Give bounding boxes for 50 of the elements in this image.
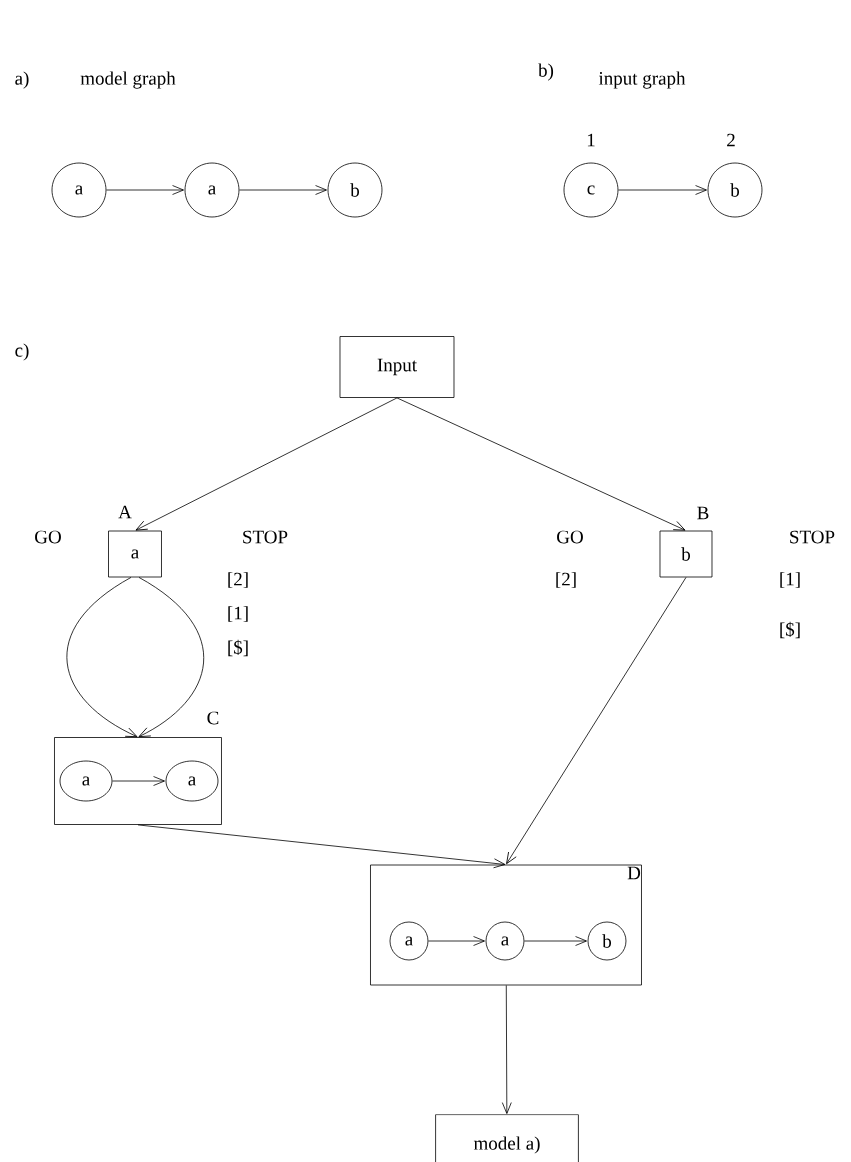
arrow (506, 577, 687, 865)
arrow (524, 936, 587, 946)
text-label: GO (35, 530, 61, 544)
process-box: model a) (435, 1114, 579, 1162)
graph-vertex: a (51, 162, 107, 218)
arrow (428, 936, 485, 946)
text-label: [$] (780, 621, 800, 639)
node-label: 1 (587, 133, 595, 147)
node-label: D (627, 866, 641, 880)
text-label: input graph (598, 71, 686, 89)
node-label: 2 (727, 133, 735, 147)
graph-vertex: b (587, 921, 627, 961)
node-label: A (118, 505, 132, 519)
node-label: B (697, 506, 709, 520)
panel-label: c) (15, 343, 29, 361)
arrow (66, 577, 138, 738)
graph-vertex: a (485, 921, 525, 961)
arrow (239, 185, 327, 195)
panel-label: b) (538, 63, 554, 81)
graph-vertex: a (184, 162, 240, 218)
text-label: [1] (780, 572, 800, 588)
arrow (112, 776, 165, 786)
arrow (106, 185, 184, 195)
graph-vertex: a (59, 760, 113, 802)
text-label: GO (557, 530, 583, 544)
graph-vertex: a (165, 760, 219, 802)
arrow (137, 824, 506, 869)
arrow (138, 577, 204, 738)
process-box: Input (339, 336, 455, 398)
process-box (54, 737, 222, 825)
text-label: [1] (228, 606, 248, 622)
text-label: STOP (790, 530, 835, 544)
arrow (396, 397, 686, 531)
process-box: a (108, 530, 162, 578)
process-box: b (659, 530, 713, 578)
text-label: [$] (228, 639, 248, 657)
arrow (618, 185, 707, 195)
text-label: STOP (243, 530, 288, 544)
node-label: C (207, 711, 219, 725)
graph-vertex: a (389, 921, 429, 961)
arrow (501, 985, 512, 1114)
arrow (135, 397, 398, 531)
text-label: [2] (556, 572, 576, 588)
text-label: model graph (80, 71, 176, 89)
graph-vertex: b (707, 162, 763, 218)
graph-vertex: b (327, 162, 383, 218)
graph-vertex: c (563, 162, 619, 218)
process-box (370, 864, 642, 986)
text-label: [2] (228, 572, 248, 588)
panel-label: a) (15, 71, 29, 89)
